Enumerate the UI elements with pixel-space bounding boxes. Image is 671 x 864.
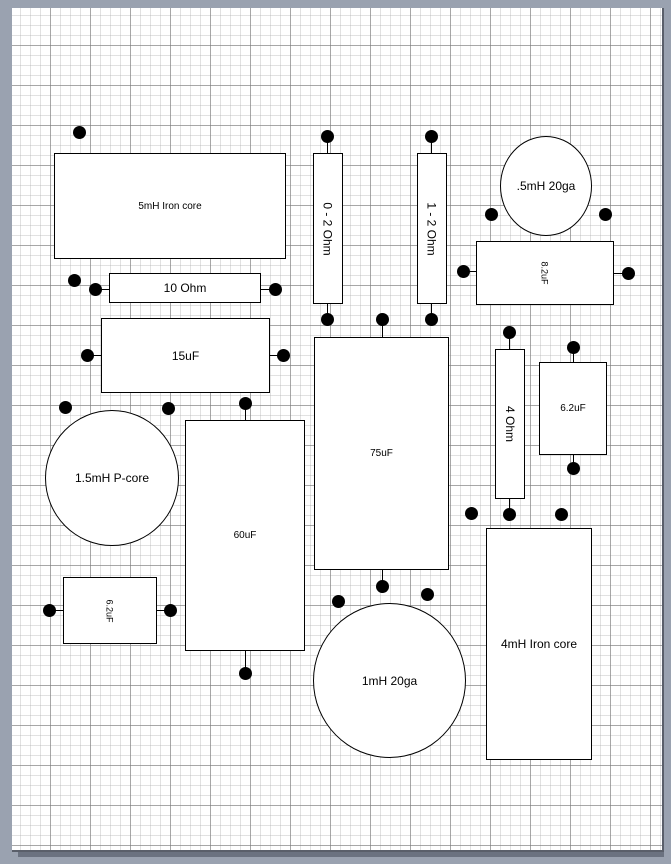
lead-wire bbox=[49, 610, 63, 611]
terminal-dot[interactable] bbox=[277, 349, 290, 362]
lead-wire bbox=[95, 289, 109, 290]
lead-wire bbox=[261, 289, 275, 290]
lead-wire bbox=[245, 403, 246, 420]
lead-wire bbox=[327, 304, 328, 319]
lead-wire bbox=[382, 319, 383, 337]
inductor-1mh-20ga[interactable]: 1mH 20ga bbox=[313, 603, 466, 758]
lead-wire bbox=[327, 136, 328, 153]
inductor-0-5mh-20ga[interactable]: .5mH 20ga bbox=[500, 136, 592, 236]
lead-wire bbox=[573, 455, 574, 468]
terminal-dot[interactable] bbox=[622, 267, 635, 280]
lead-wire bbox=[382, 570, 383, 586]
component-label: 4mH Iron core bbox=[500, 637, 578, 651]
component-label: 0 - 2 Ohm bbox=[321, 201, 336, 256]
inductor-5mh-iron-core[interactable]: 5mH Iron core bbox=[54, 153, 286, 259]
terminal-dot[interactable] bbox=[376, 580, 389, 593]
component-label: 15uF bbox=[171, 348, 200, 363]
lead-wire bbox=[614, 273, 628, 274]
terminal-dot[interactable] bbox=[89, 283, 102, 296]
lead-wire bbox=[431, 136, 432, 153]
component-label: 5mH Iron core bbox=[138, 200, 202, 212]
capacitor-6-2uf-left[interactable]: 6.2uF bbox=[63, 577, 157, 644]
lead-wire bbox=[509, 499, 510, 514]
inductor-1-5mh-p-core[interactable]: 1.5mH P-core bbox=[45, 410, 179, 546]
terminal-dot[interactable] bbox=[332, 595, 345, 608]
capacitor-15uf[interactable]: 15uF bbox=[101, 318, 270, 393]
lead-wire bbox=[573, 347, 574, 362]
terminal-dot[interactable] bbox=[239, 667, 252, 680]
lead-wire bbox=[509, 332, 510, 349]
component-label: 1 - 2 Ohm bbox=[425, 201, 440, 256]
inductor-4mh-iron-core[interactable]: 4mH Iron core bbox=[486, 528, 592, 760]
terminal-dot[interactable] bbox=[503, 326, 516, 339]
component-label: 1.5mH P-core bbox=[74, 471, 150, 485]
resistor-1-2-ohm[interactable]: 1 - 2 Ohm bbox=[417, 153, 447, 304]
terminal-dot[interactable] bbox=[599, 208, 612, 221]
component-label: .5mH 20ga bbox=[516, 179, 576, 193]
terminal-dot[interactable] bbox=[269, 283, 282, 296]
resistor-0-2-ohm[interactable]: 0 - 2 Ohm bbox=[313, 153, 343, 304]
lead-wire bbox=[157, 610, 170, 611]
terminal-dot[interactable] bbox=[465, 507, 478, 520]
terminal-dot[interactable] bbox=[321, 130, 334, 143]
terminal-dot[interactable] bbox=[81, 349, 94, 362]
terminal-dot[interactable] bbox=[425, 130, 438, 143]
component-label: 1mH 20ga bbox=[361, 673, 418, 688]
terminal-dot[interactable] bbox=[68, 274, 81, 287]
terminal-dot[interactable] bbox=[457, 265, 470, 278]
lead-wire bbox=[431, 304, 432, 319]
capacitor-6-2uf-right[interactable]: 6.2uF bbox=[539, 362, 607, 455]
component-label: 8.2uF bbox=[539, 261, 550, 285]
lead-wire bbox=[87, 355, 101, 356]
terminal-dot[interactable] bbox=[164, 604, 177, 617]
terminal-dot[interactable] bbox=[321, 313, 334, 326]
terminal-dot[interactable] bbox=[239, 397, 252, 410]
terminal-dot[interactable] bbox=[425, 313, 438, 326]
component-label: 6.2uF bbox=[560, 403, 586, 414]
terminal-dot[interactable] bbox=[421, 588, 434, 601]
terminal-dot[interactable] bbox=[43, 604, 56, 617]
terminal-dot[interactable] bbox=[567, 462, 580, 475]
capacitor-60uf[interactable]: 60uF bbox=[185, 420, 305, 651]
capacitor-8-2uf[interactable]: 8.2uF bbox=[476, 241, 614, 305]
terminal-dot[interactable] bbox=[73, 126, 86, 139]
capacitor-75uf[interactable]: 75uF bbox=[314, 337, 449, 570]
lead-wire bbox=[245, 651, 246, 673]
component-label: 75uF bbox=[370, 448, 393, 459]
terminal-dot[interactable] bbox=[376, 313, 389, 326]
terminal-dot[interactable] bbox=[59, 401, 72, 414]
lead-wire bbox=[270, 355, 283, 356]
terminal-dot[interactable] bbox=[485, 208, 498, 221]
component-label: 6.2uF bbox=[104, 598, 115, 623]
resistor-10-ohm[interactable]: 10 Ohm bbox=[109, 273, 261, 303]
terminal-dot[interactable] bbox=[503, 508, 516, 521]
terminal-dot[interactable] bbox=[162, 402, 175, 415]
resistor-4-ohm[interactable]: 4 Ohm bbox=[495, 349, 525, 499]
component-label: 60uF bbox=[233, 530, 257, 541]
component-label: 4 Ohm bbox=[503, 405, 518, 443]
terminal-dot[interactable] bbox=[555, 508, 568, 521]
page-shadow bbox=[18, 852, 664, 857]
component-label: 10 Ohm bbox=[163, 281, 207, 295]
terminal-dot[interactable] bbox=[567, 341, 580, 354]
